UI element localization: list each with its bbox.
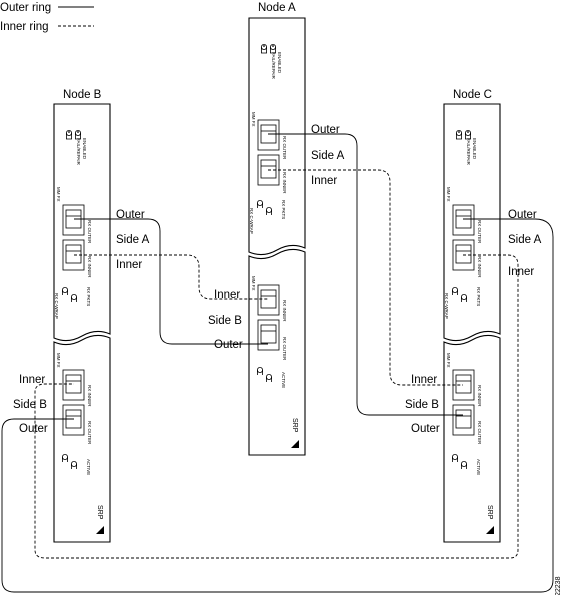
node-a-side-a-label: Side A [311, 150, 345, 162]
node-c-active-label: ACTIVE [476, 459, 481, 475]
node-b-rxcwrap-label: RX C-WRAP [54, 293, 59, 319]
outer-cable-c-b [1, 218, 554, 593]
node-a-port-b-label: MM FX [251, 276, 256, 291]
inner-cable-b-a [74, 254, 268, 300]
figure-id: 22238 [555, 576, 562, 595]
node-a-rxpkts-label: RX PKTS [281, 200, 286, 219]
node-a-b-rx-outer-label: RX OUTER [282, 337, 287, 361]
node-a-enabled-label: ENABLED [277, 52, 282, 74]
node-b-active-label: ACTIVE [86, 459, 91, 475]
node-c-rx-inner-label: RX INNER [477, 256, 482, 278]
node-c-b-rx-inner-label: RX INNER [477, 385, 482, 407]
legend-outer-label: Outer ring [0, 2, 51, 14]
node-c-rx-outer-label: RX OUTER [477, 220, 482, 244]
node-c-inner-label: Inner [508, 266, 534, 278]
outer-cable-b-a [74, 218, 268, 345]
node-c-port-a-label: MM FX [446, 187, 451, 202]
outer-cable-a-c [268, 133, 463, 416]
node-b-card: ENABLED FAIL/REPAIR MM FX RX OUTER RX IN… [53, 103, 111, 543]
node-b-b-rx-inner-label: RX INNER [87, 385, 92, 407]
node-b-b-inner-label: Inner [19, 374, 45, 386]
node-c-b-rx-outer-label: RX OUTER [477, 421, 482, 445]
node-b-srp-label: SRP [96, 505, 103, 520]
node-c-card: ENABLED FAIL/REPAIR MM FX RX OUTER RX IN… [443, 103, 501, 543]
node-c-enabled-label: ENABLED [472, 138, 477, 160]
node-b-b-outer-label: Outer [19, 423, 48, 435]
node-b-fail-label: FAIL/REPAIR [76, 138, 81, 166]
node-b-side-a-label: Side A [116, 234, 150, 246]
legend-inner-label: Inner ring [0, 21, 49, 33]
node-a-rx-outer-label: RX OUTER [282, 136, 287, 160]
node-b-inner-label: Inner [116, 259, 142, 271]
node-a-port-a-label: MM FX [251, 112, 256, 127]
node-b-rx-outer-label: RX OUTER [87, 220, 92, 244]
node-b-rxpkts-label: RX PKTS [86, 287, 91, 306]
node-b-b-rx-outer-label: RX OUTER [87, 421, 92, 445]
node-b-rx-inner-label: RX INNER [87, 256, 92, 278]
node-b-port-b-label: MM FX [56, 353, 61, 368]
node-c-rxpkts-label: RX PKTS [476, 287, 481, 306]
node-c-b-outer-label: Outer [411, 423, 440, 435]
node-a-srp-label: SRP [291, 418, 298, 433]
node-a-fail-label: FAIL/REPAIR [271, 52, 276, 80]
node-a-rxcwrap-label: RX C-WRAP [249, 208, 254, 234]
node-c-srp-label: SRP [486, 505, 493, 520]
node-c-fail-label: FAIL/REPAIR [466, 138, 471, 166]
node-a-outer-label: Outer [311, 124, 340, 136]
node-a-card: ENABLED FAIL/REPAIR MM FX RX OUTER RX IN… [248, 17, 306, 456]
node-b-port-a-label: MM FX [56, 187, 61, 202]
node-a-inner-label: Inner [311, 175, 337, 187]
node-a-active-label: ACTIVE [281, 372, 286, 388]
node-c-title: Node C [453, 89, 492, 101]
inner-cable-c-b [34, 254, 519, 559]
node-b-side-b-label: Side B [13, 399, 47, 411]
node-b-enabled-label: ENABLED [82, 138, 87, 160]
node-a-b-inner-label: Inner [214, 289, 240, 301]
node-c-rxcwrap-label: RX C-WRAP [444, 293, 449, 319]
node-a-title: Node A [258, 2, 296, 14]
node-a-rx-inner-label: RX INNER [282, 172, 287, 194]
node-c-side-a-label: Side A [508, 234, 542, 246]
node-a-b-outer-label: Outer [214, 339, 243, 351]
node-c-port-b-label: MM FX [446, 353, 451, 368]
node-a-b-rx-inner-label: RX INNER [282, 300, 287, 322]
node-c-side-b-label: Side B [405, 399, 439, 411]
node-c-outer-label: Outer [508, 209, 537, 221]
node-a-side-b-label: Side B [208, 315, 242, 327]
node-b-outer-label: Outer [116, 209, 145, 221]
node-c-b-inner-label: Inner [411, 374, 437, 386]
node-b-title: Node B [63, 89, 102, 101]
